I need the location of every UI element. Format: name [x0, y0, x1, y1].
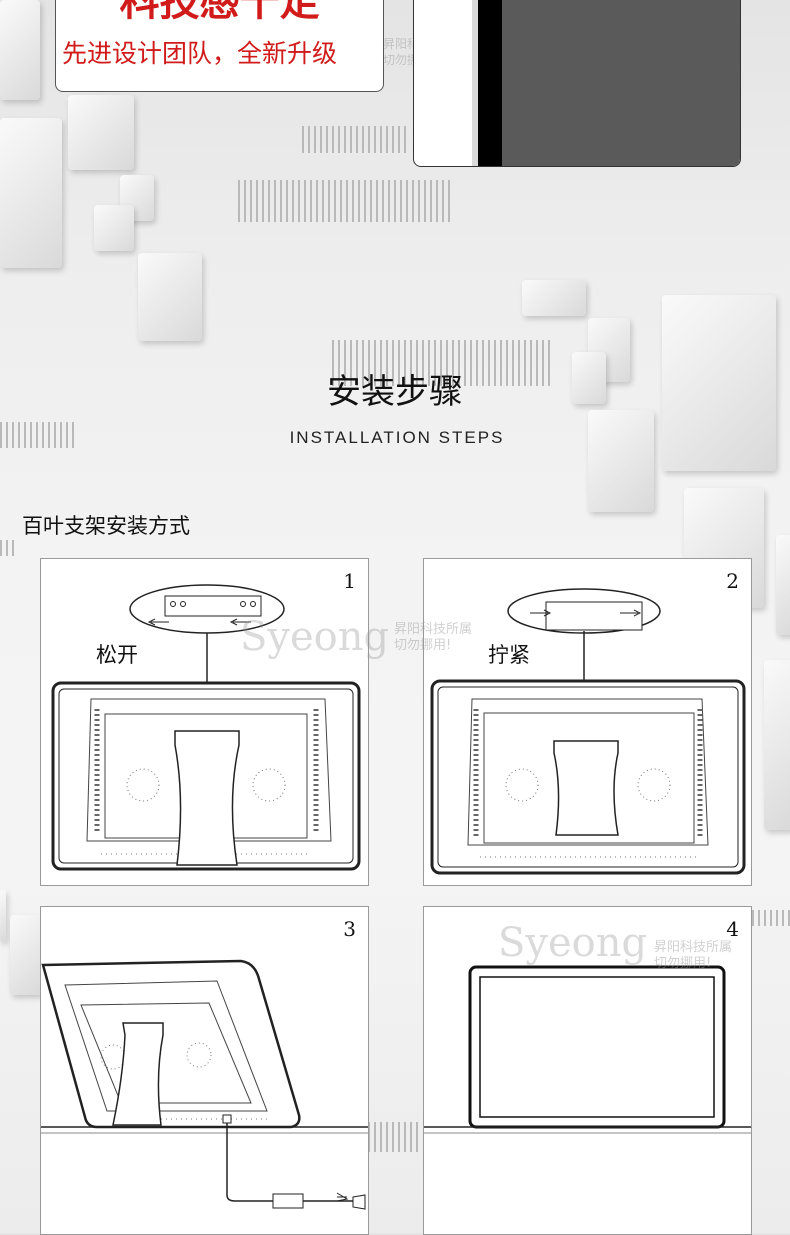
bg-tile — [522, 280, 586, 316]
step-2-diagram — [430, 588, 746, 875]
step-card-4: 4 — [423, 906, 752, 1235]
step-3-diagram — [41, 959, 368, 1210]
bg-stripes — [0, 540, 18, 556]
bg-tile — [776, 535, 790, 635]
step-number: 3 — [343, 917, 356, 941]
bg-tile — [764, 660, 790, 830]
bg-stripes — [332, 340, 552, 386]
banner-subline: 先进设计团队，全新升级 — [62, 39, 338, 68]
watermark-logo: Syeong — [240, 614, 390, 660]
bg-stripes — [368, 1122, 422, 1152]
step-card-2: 2 拧紧 — [423, 558, 752, 886]
bg-tile — [94, 205, 134, 251]
bg-tile — [68, 95, 134, 170]
section-title-en: INSTALLATION STEPS — [289, 428, 505, 447]
watermark-logo: Syeong — [498, 920, 648, 966]
bg-tile — [588, 410, 654, 512]
bg-stripes — [752, 910, 790, 926]
step-1-diagram — [51, 584, 361, 871]
install-subtitle: 百叶支架安装方式 — [22, 514, 190, 538]
bg-tile — [0, 890, 6, 942]
bg-tile — [10, 915, 42, 995]
watermark-text: 昇阳科技所属切勿挪用! — [654, 940, 733, 971]
banner-card: 科技感十足 先进设计团队，全新升级 — [55, 0, 384, 92]
bg-tile — [662, 295, 776, 471]
step-label: 拧紧 — [488, 643, 530, 667]
device-photo — [413, 0, 741, 167]
step-card-3: 3 — [40, 906, 369, 1235]
bg-stripes — [238, 180, 452, 222]
step-4-diagram — [424, 965, 751, 1134]
watermark-text: 昇阳科技所属切勿挪用! — [394, 622, 473, 653]
step-number: 1 — [343, 569, 356, 593]
bg-tile — [0, 118, 62, 268]
bg-stripes — [0, 422, 78, 448]
bg-stripes — [302, 126, 410, 153]
step-number: 4 — [726, 917, 739, 941]
section-title-cn: 安装步骤 — [327, 372, 463, 412]
step-card-1: 1 松开 — [40, 558, 369, 886]
step-number: 2 — [726, 569, 739, 593]
bg-tile — [572, 352, 606, 404]
banner-headline: 科技感十足 — [119, 0, 320, 25]
bg-tile — [0, 0, 40, 100]
bg-tile — [138, 253, 202, 341]
step-label: 松开 — [96, 643, 138, 667]
